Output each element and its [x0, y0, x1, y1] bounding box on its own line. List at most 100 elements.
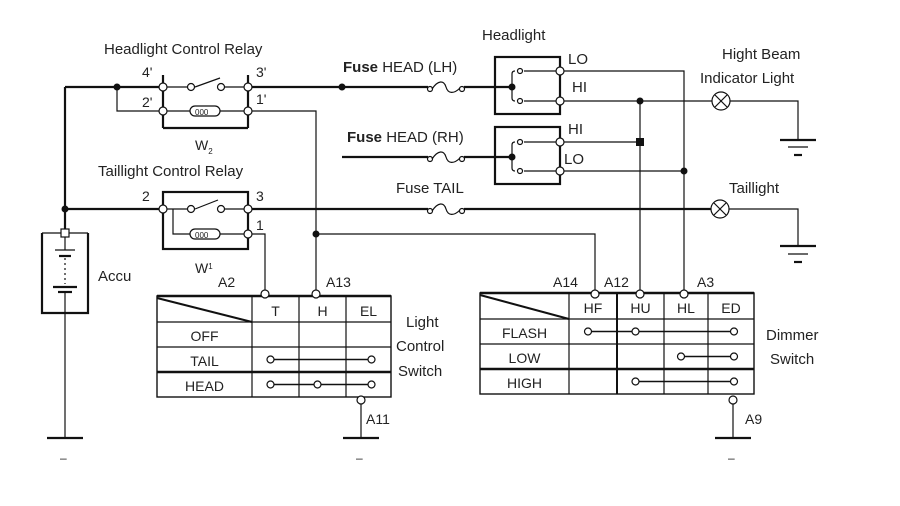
ground-minus-label: – — [60, 451, 67, 465]
wire-indicator-ground — [730, 100, 799, 140]
wire-to-relay-2 — [116, 87, 160, 112]
connector-a12-label: A12 — [604, 274, 629, 290]
relay-pin-4-label: 4' — [142, 64, 152, 80]
taillight-control-relay-label: Taillight Control Relay — [98, 163, 244, 180]
connector-a11-label: A11 — [366, 411, 390, 427]
headlight-rh-lo-label: LO — [564, 151, 584, 168]
wire-lh-lo-a3 — [560, 70, 685, 293]
coil-w1-label: W1 — [195, 260, 213, 276]
switch-contact-point — [266, 380, 275, 389]
connector-a12-terminal — [635, 289, 645, 299]
fuse-tail-label: Fuse TAIL — [396, 180, 464, 197]
table-column-header: HU — [630, 300, 650, 316]
svg-text:000: 000 — [195, 231, 209, 240]
fuse-head-lh-label: Fuse HEAD (LH) — [343, 59, 457, 76]
switch-contact-point — [367, 355, 376, 364]
table-row-label: FLASH — [502, 325, 547, 341]
junction-dot — [680, 167, 688, 175]
junction-dot — [113, 83, 121, 91]
connector-a3-terminal — [679, 289, 689, 299]
high-beam-indicator-label-1: Hight Beam — [722, 46, 800, 63]
tail-relay-pin-2-label: 2 — [142, 188, 150, 204]
ground-icon — [780, 138, 816, 157]
switch-contact-point — [729, 352, 739, 361]
junction-dot — [636, 138, 644, 146]
relay-pin-3-label: 3' — [256, 64, 266, 80]
battery-terminal — [60, 228, 70, 238]
table-row-label: LOW — [509, 350, 542, 366]
connector-a11-terminal — [356, 395, 366, 405]
connector-a3-label: A3 — [697, 274, 714, 290]
switch-contact-point — [313, 380, 322, 389]
relay-switch-contact — [194, 199, 219, 210]
junction-dot — [636, 97, 644, 105]
taillight-lamp-icon — [710, 199, 730, 219]
table-header-diagonal — [479, 294, 570, 320]
relay-pin-3 — [243, 82, 253, 92]
switch-contact-point — [729, 327, 739, 336]
table-row-label: OFF — [191, 328, 219, 344]
table-header-diagonal — [156, 297, 253, 323]
connector-a14-terminal — [590, 289, 600, 299]
switch-contact-point — [583, 327, 593, 336]
headlight-rh-hi-label: HI — [568, 121, 583, 138]
connector-a14-label: A14 — [553, 274, 578, 290]
headlight-lh-lo-pin — [555, 66, 565, 76]
headlight-lh-lo-label: LO — [568, 51, 588, 68]
ground-minus-label: – — [356, 451, 363, 465]
table-column-header: T — [271, 303, 280, 319]
dimmer-switch-label-2: Switch — [770, 351, 814, 368]
table-column-header: HL — [677, 300, 695, 316]
tail-relay-pin-2 — [158, 204, 168, 214]
ground-minus-label: – — [728, 451, 735, 465]
taillight-label: Taillight — [729, 180, 780, 197]
tail-relay-pin-1-label: 1 — [256, 217, 264, 233]
headlight-control-relay: 000 — [158, 75, 253, 130]
headlight-label: Headlight — [482, 27, 546, 44]
relay-pin-2 — [158, 106, 168, 116]
table-column-header: H — [317, 303, 327, 319]
tail-relay-pin-1 — [243, 229, 253, 239]
connector-a2-terminal — [260, 289, 270, 299]
connector-a2-label: A2 — [218, 274, 235, 290]
dimmer-switch-label-1: Dimmer — [766, 327, 819, 344]
relay-coil-w1 — [189, 228, 221, 240]
table-column-header: EL — [360, 303, 377, 319]
accu-label: Accu — [98, 268, 131, 285]
wire-a13-a14 — [316, 233, 596, 293]
connector-a9-terminal — [728, 395, 738, 405]
switch-contact-point — [676, 352, 686, 361]
high-beam-indicator-label-2: Indicator Light — [700, 70, 795, 87]
table-row-label: HEAD — [185, 378, 224, 394]
battery-accu — [40, 228, 90, 315]
table-column-header: HF — [584, 300, 603, 316]
relay-pin-1-label: 1' — [256, 91, 266, 107]
headlight-lh-hi-pin — [555, 96, 565, 106]
headlight-rh-hi-pin — [555, 137, 565, 147]
table-row-label: HIGH — [507, 375, 542, 391]
tail-relay-pin-3 — [243, 204, 253, 214]
relay-pin-2-label: 2' — [142, 94, 152, 110]
headlight-lh-hi-label: HI — [572, 79, 587, 96]
headlight-rh — [493, 125, 565, 186]
high-beam-indicator-lamp-icon — [711, 91, 731, 111]
headlight-lh — [493, 55, 565, 116]
relay-pin-1 — [243, 106, 253, 116]
svg-text:000: 000 — [195, 108, 209, 117]
connector-a13-terminal — [311, 289, 321, 299]
taillight-control-relay: 000 — [158, 190, 253, 251]
light-control-switch-label-3: Switch — [398, 363, 442, 380]
headlight-control-relay-label: Headlight Control Relay — [104, 41, 263, 58]
fuse-tail — [426, 203, 466, 215]
tail-relay-pin-3-label: 3 — [256, 188, 264, 204]
fuse-head-rh-label: Fuse HEAD (RH) — [347, 129, 464, 146]
wire-tail-relay1-a2 — [248, 233, 266, 293]
relay-switch-contact — [194, 77, 221, 88]
fuse-head-rh — [426, 151, 466, 163]
ground-icon — [780, 244, 816, 264]
wire-taillight-ground — [729, 208, 799, 246]
